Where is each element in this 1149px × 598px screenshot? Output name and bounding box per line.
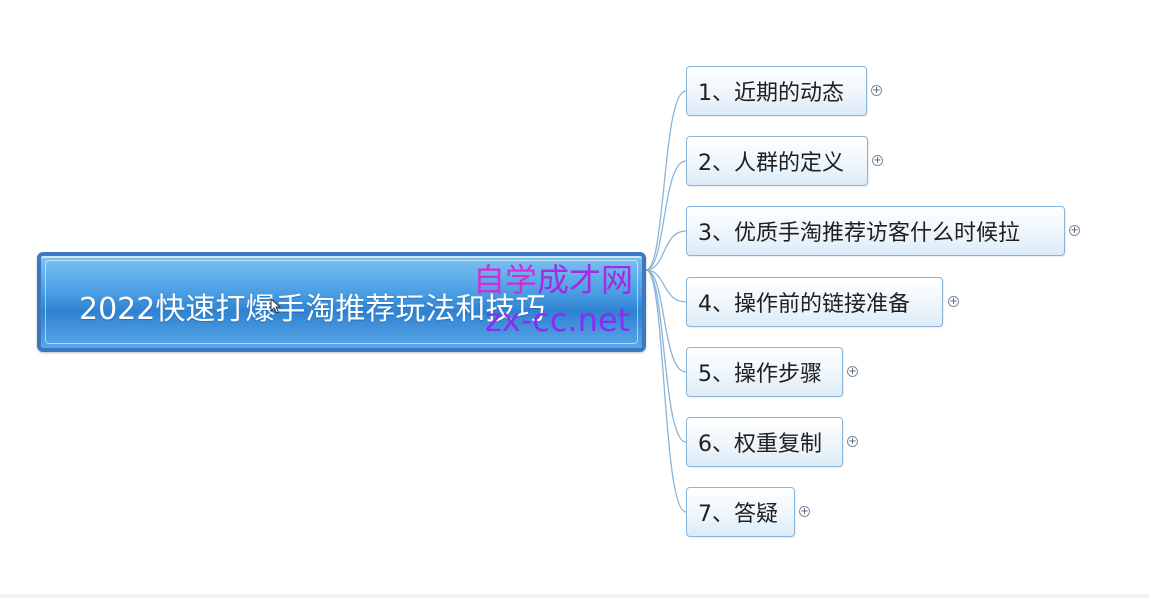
connector-4 (645, 269, 687, 303)
subtopic-label: 6、权重复制 (698, 432, 822, 457)
mouse-cursor-icon (270, 298, 282, 314)
subtopic-label: 7、答疑 (698, 502, 778, 527)
expand-plus-icon[interactable]: + (871, 85, 882, 96)
root-topic-title: 2022快速打爆手淘推荐玩法和技巧 (79, 292, 546, 327)
subtopic-label: 3、优质手淘推荐访客什么时候拉 (698, 221, 1020, 246)
subtopic-label: 2、人群的定义 (698, 151, 844, 176)
subtopic-1[interactable]: 1、近期的动态 (686, 66, 867, 116)
subtopic-label: 5、操作步骤 (698, 362, 822, 387)
expand-plus-icon[interactable]: + (799, 506, 810, 517)
bottom-edge (0, 594, 1149, 598)
connector-2 (645, 160, 687, 271)
connector-6 (645, 269, 687, 443)
expand-plus-icon[interactable]: + (872, 155, 883, 166)
expand-plus-icon[interactable]: + (847, 436, 858, 447)
expand-plus-icon[interactable]: + (847, 366, 858, 377)
subtopic-3[interactable]: 3、优质手淘推荐访客什么时候拉 (686, 206, 1065, 256)
subtopic-2[interactable]: 2、人群的定义 (686, 136, 868, 186)
connector-1 (645, 90, 687, 271)
subtopic-label: 4、操作前的链接准备 (698, 292, 910, 317)
connector-3 (645, 230, 687, 271)
subtopic-6[interactable]: 6、权重复制 (686, 417, 843, 467)
subtopic-5[interactable]: 5、操作步骤 (686, 347, 843, 397)
expand-plus-icon[interactable]: + (948, 296, 959, 307)
root-topic[interactable]: 2022快速打爆手淘推荐玩法和技巧 (37, 252, 646, 352)
connector-5 (645, 269, 687, 373)
subtopic-7[interactable]: 7、答疑 (686, 487, 795, 537)
connector-7 (645, 269, 687, 513)
root-topic-inner-border (45, 260, 638, 344)
subtopic-4[interactable]: 4、操作前的链接准备 (686, 277, 943, 327)
subtopic-label: 1、近期的动态 (698, 81, 844, 106)
expand-plus-icon[interactable]: + (1069, 225, 1080, 236)
